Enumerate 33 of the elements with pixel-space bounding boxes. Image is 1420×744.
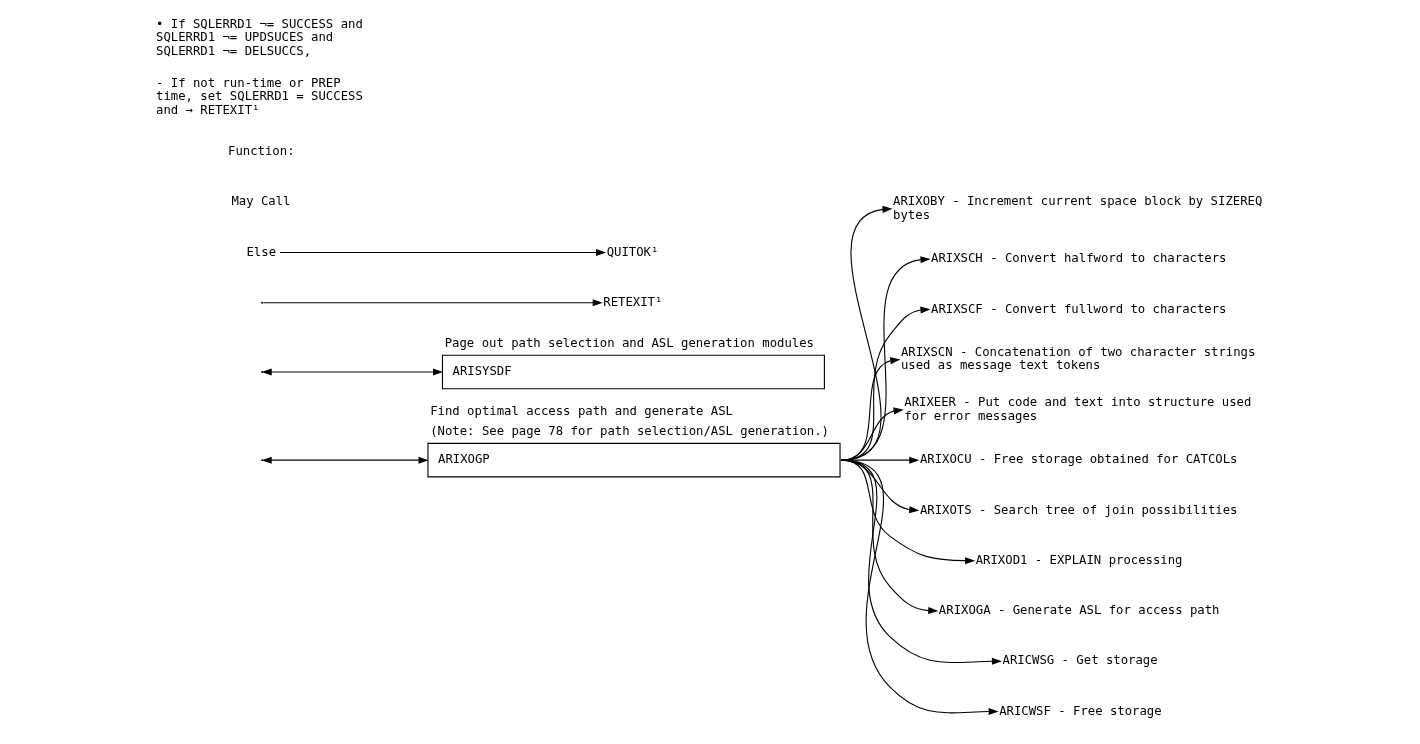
node-text: ARIXEER - Put code and text into structure used for error messages	[903, 394, 1251, 423]
node-text: ARIXSCH - Convert halfword to characters	[930, 250, 1226, 265]
arrow	[840, 406, 904, 461]
node-text: ARIXOGA - Generate ASL for access path	[938, 602, 1219, 617]
node-label: Page out path selection and ASL generation modules	[444, 335, 814, 350]
node-text: ARIXSCF - Convert fullword to characters	[930, 301, 1226, 316]
node-text: ARIXOCU - Free storage obtained for CATCOLs	[919, 451, 1237, 466]
arrow	[261, 456, 429, 464]
node-box: ARIXOGP	[426, 442, 841, 477]
node-text: ARIXOBY - Increment current space block by SIZEREQ bytes	[892, 193, 1262, 222]
node-text: ARIXOD1 - EXPLAIN processing	[975, 552, 1183, 567]
label: Function:	[227, 143, 295, 158]
arrow	[840, 306, 930, 461]
node-text: ARIXSCN - Concatenation of two character strings used as message text tokens	[900, 344, 1255, 372]
label: • If SQLERRD1 ¬= SUCCESS and SQLERRD1 ¬= UPDSUCES and SQLERRD1 ¬= DELSUCCS,	[155, 16, 363, 58]
label: May Call	[230, 193, 290, 208]
arrow	[840, 205, 893, 461]
arrow	[278, 248, 606, 256]
node-text: ARICWSF - Free storage	[998, 703, 1162, 718]
node-label: (Note: See page 78 for path selection/ASL generation.)	[429, 423, 829, 438]
node-text: ARICWSG - Get storage	[1002, 652, 1158, 667]
arrow	[840, 356, 900, 461]
node-text: QUITOK¹	[606, 244, 658, 259]
arrow	[840, 459, 999, 715]
node-text: RETEXIT¹	[602, 294, 662, 309]
arrow	[840, 255, 930, 461]
arrow	[261, 367, 443, 375]
node-label: Find optimal access path and generate ASL	[429, 403, 733, 418]
node-box: ARISYSDF	[441, 354, 825, 389]
arrow	[262, 298, 603, 306]
node-text: ARIXOTS - Search tree of join possibilities	[919, 502, 1237, 517]
label: - If not run-time or PREP time, set SQLERRD1 = SUCCESS and → RETEXIT¹	[155, 75, 363, 117]
node-text: Else	[245, 244, 276, 259]
